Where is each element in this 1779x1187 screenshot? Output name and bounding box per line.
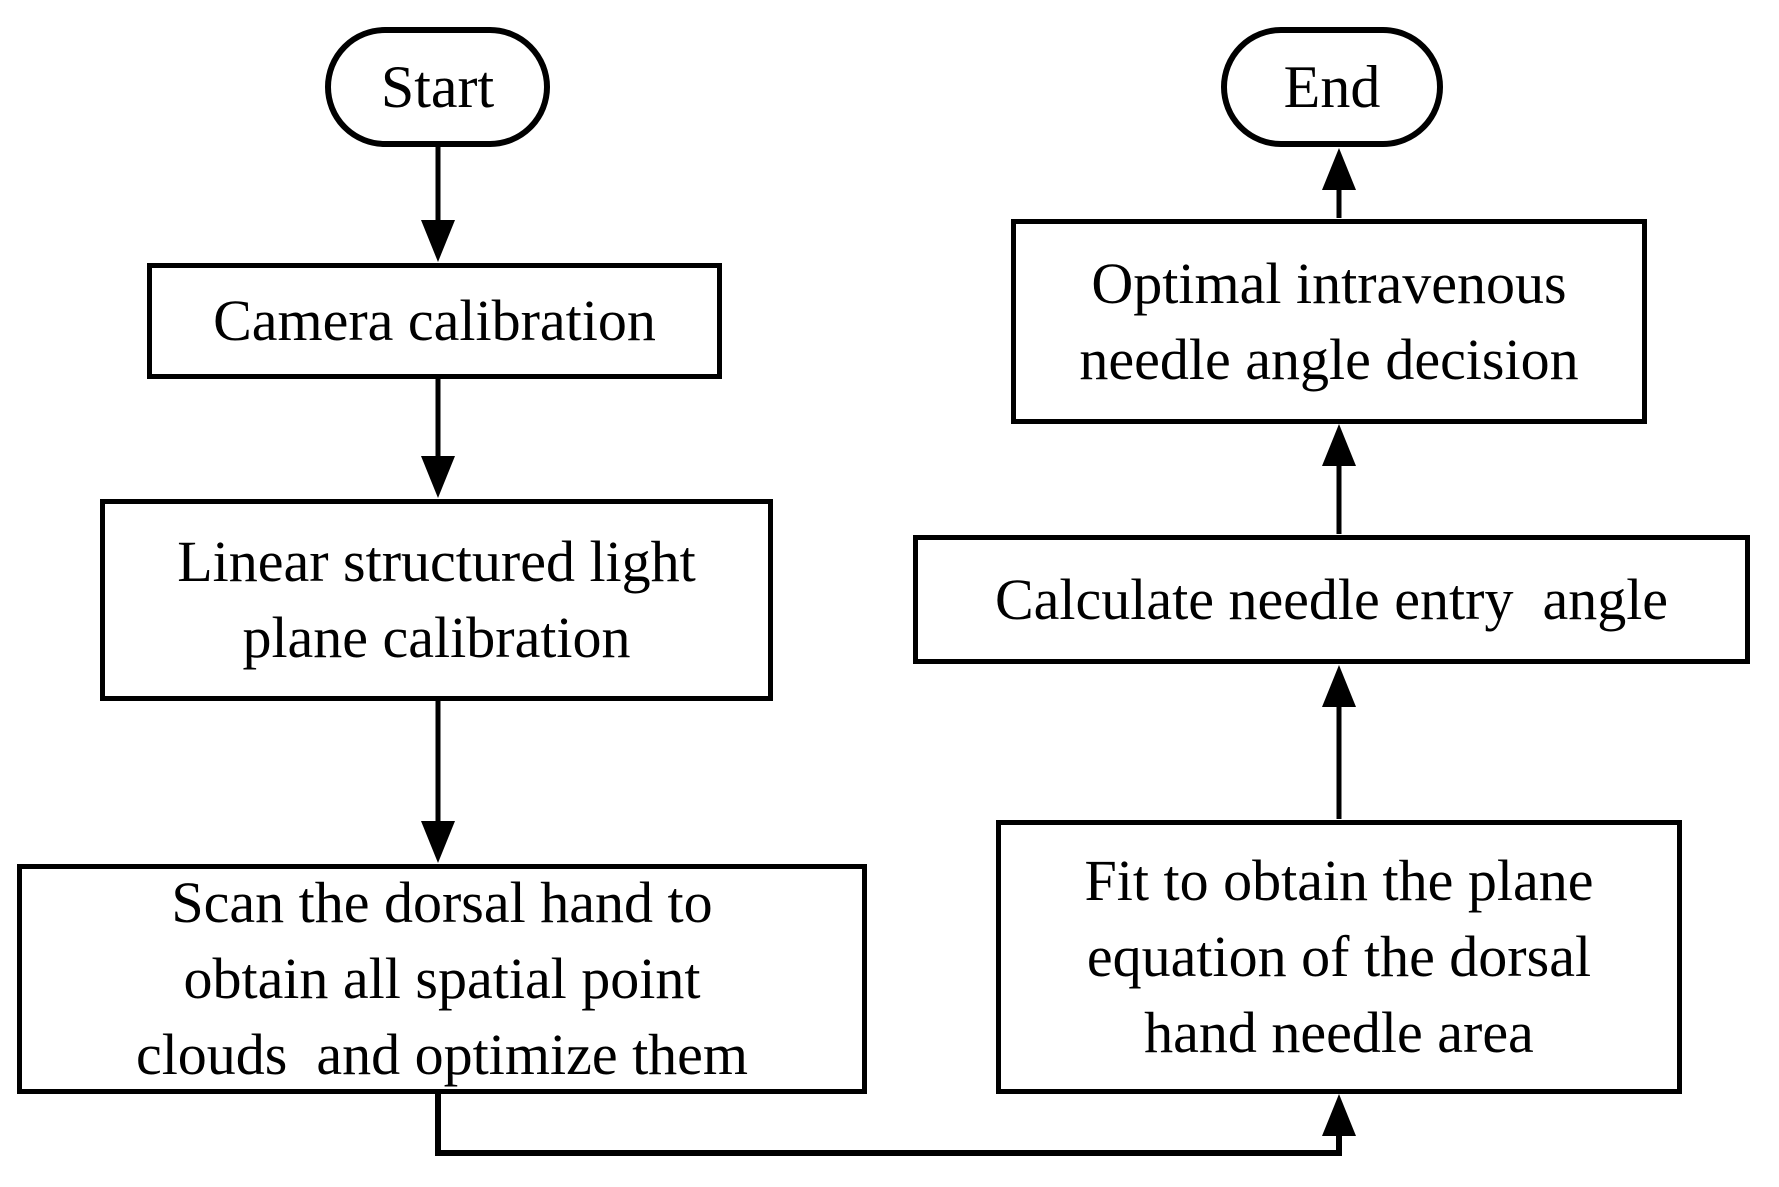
node-end: End bbox=[1221, 27, 1443, 147]
arrow-optimal-to-end bbox=[1322, 148, 1356, 218]
node-calculate-entry-angle: Calculate needle entry angle bbox=[913, 535, 1750, 664]
node-scan-dorsal-hand-label: Scan the dorsal hand to obtain all spati… bbox=[135, 870, 749, 1087]
node-camera-calibration-label: Camera calibration bbox=[213, 288, 656, 353]
node-fit-plane-equation-label: Fit to obtain the plane equation of the … bbox=[1084, 848, 1594, 1065]
arrow-start-to-camera-calibration bbox=[421, 146, 455, 262]
node-optimal-angle-decision: Optimal intravenous needle angle decisio… bbox=[1011, 219, 1647, 424]
node-light-plane-calibration-label: Linear structured light plane calibratio… bbox=[177, 529, 696, 670]
connector-scan-to-fit bbox=[435, 1091, 1356, 1156]
node-camera-calibration: Camera calibration bbox=[147, 263, 722, 379]
arrow-camera-to-light-plane bbox=[421, 378, 455, 498]
node-scan-dorsal-hand: Scan the dorsal hand to obtain all spati… bbox=[17, 864, 867, 1094]
arrow-fit-to-calculate bbox=[1322, 665, 1356, 819]
node-light-plane-calibration: Linear structured light plane calibratio… bbox=[100, 499, 773, 701]
arrow-light-plane-to-scan bbox=[421, 700, 455, 863]
node-start-label: Start bbox=[380, 54, 495, 120]
arrow-calculate-to-optimal bbox=[1322, 424, 1356, 534]
node-end-label: End bbox=[1283, 54, 1381, 120]
node-start: Start bbox=[325, 27, 550, 147]
node-optimal-angle-decision-label: Optimal intravenous needle angle decisio… bbox=[1079, 250, 1579, 392]
node-calculate-entry-angle-label: Calculate needle entry angle bbox=[994, 566, 1669, 632]
node-fit-plane-equation: Fit to obtain the plane equation of the … bbox=[996, 820, 1682, 1094]
